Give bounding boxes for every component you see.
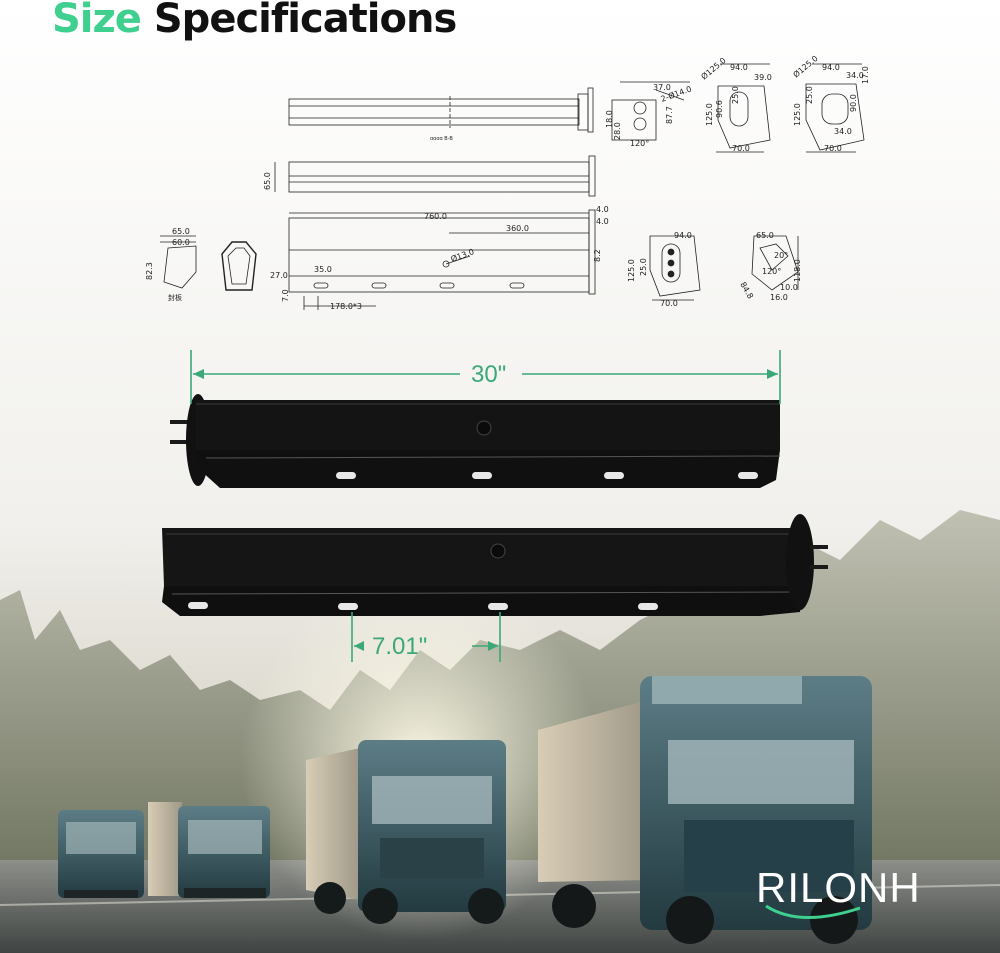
- end-cap-profile: [160, 235, 197, 289]
- dim-text: 125.0: [793, 103, 802, 126]
- end-cap-label: 封板: [168, 293, 182, 302]
- dim-text: 37.0: [653, 83, 671, 92]
- title-accent: Size: [52, 0, 142, 42]
- page-title: Size Specifications: [52, 0, 457, 42]
- end-cap-shape: [221, 241, 257, 291]
- truck-right: [538, 676, 872, 944]
- truck-far-left: [58, 810, 144, 898]
- dim-text: 35.0: [314, 265, 332, 274]
- dim-text: 28.0: [613, 122, 622, 140]
- dim-text: 125.0: [627, 259, 636, 282]
- dim-text: 70.0: [660, 299, 678, 308]
- dim-text: 90.0: [849, 94, 858, 112]
- dim-text: 90.6: [715, 100, 724, 118]
- dim-text: 18.0: [605, 110, 614, 128]
- dim-text: 27.0: [270, 271, 288, 280]
- dim-text: 25.0: [731, 86, 740, 104]
- side-view: [274, 155, 596, 197]
- dim-text: 84.8: [738, 281, 755, 301]
- dim-text: 7.0: [281, 289, 290, 302]
- brand-name: RILONH: [756, 864, 921, 911]
- dim-text: 125.0: [705, 103, 714, 126]
- title-rest: Specifications: [153, 0, 457, 42]
- dim-text: 60.0: [172, 238, 190, 247]
- main-view: [288, 209, 596, 310]
- truck-left: [148, 802, 270, 898]
- dimension-length: [190, 350, 781, 404]
- dim-text: 70.0: [824, 144, 842, 153]
- length-label: 30": [471, 361, 506, 388]
- dim-text: 10.0: [780, 283, 798, 292]
- dim-text: 360.0: [506, 224, 529, 233]
- flange-view-c: [805, 63, 865, 153]
- dim-text: 16.0: [770, 293, 788, 302]
- flange-view-a: [611, 81, 690, 141]
- dim-text: 120°: [762, 267, 781, 276]
- top-view: [288, 87, 594, 133]
- dim-text: 8.2: [593, 249, 602, 262]
- dim-text: 25.0: [805, 86, 814, 104]
- dim-text: Ø125.0: [791, 53, 820, 79]
- dim-text: 17.0: [861, 66, 870, 84]
- dim-text: 34.0: [846, 71, 864, 80]
- dim-text: 4.0: [596, 217, 609, 226]
- dim-text: 65.0: [756, 231, 774, 240]
- dim-text: Ø13.0: [449, 246, 475, 264]
- dim-text: 87.7: [665, 106, 674, 124]
- dim-text: 120°: [630, 139, 649, 148]
- dim-text: 94.0: [822, 63, 840, 72]
- dim-text: 94.0: [730, 63, 748, 72]
- dim-text: 39.0: [754, 73, 772, 82]
- brand-logo: RILONH: [756, 864, 921, 920]
- dim-text: 82.3: [145, 262, 154, 280]
- dim-text: 94.0: [674, 231, 692, 240]
- dim-text: 65.0: [172, 227, 190, 236]
- dim-text: 65.0: [263, 172, 272, 190]
- dim-text: 760.0: [424, 212, 447, 221]
- section-label-bb: ɑɑɑɑ B-B: [430, 136, 453, 142]
- dim-text: 178.0*3: [330, 302, 362, 311]
- slot-spacing-label: 7.01": [372, 633, 427, 660]
- dim-text: 25.0: [639, 258, 648, 276]
- flange-profile-a: [649, 235, 701, 301]
- dim-text: 70.0: [732, 144, 750, 153]
- bracket-lower: [162, 514, 828, 616]
- flange-profile-b: [751, 235, 799, 291]
- dim-text: 34.0: [834, 127, 852, 136]
- flange-view-b: [716, 63, 771, 153]
- dim-text: 118.0: [793, 259, 802, 282]
- truck-middle: [306, 740, 506, 924]
- dim-text: 4.0: [596, 205, 609, 214]
- dim-text: Ø125.0: [699, 55, 728, 81]
- dim-text: 20°: [774, 251, 788, 260]
- dimension-slot-spacing: [351, 612, 501, 662]
- bracket-upper: [170, 394, 781, 488]
